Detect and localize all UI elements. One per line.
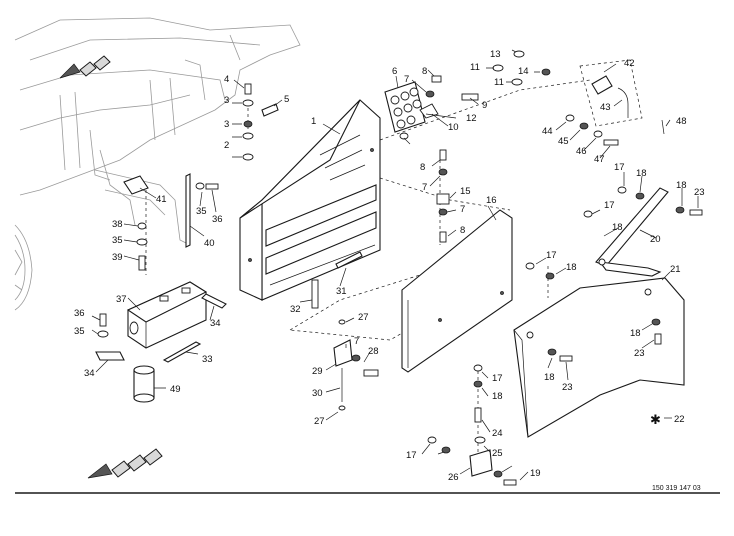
callout-18e: 18	[630, 328, 641, 339]
callout-11b: 11	[494, 77, 504, 88]
callout-7b: 7	[422, 182, 427, 193]
callout-44: 44	[542, 126, 553, 137]
callout-5: 5	[284, 94, 289, 105]
plug-socket-assembly	[579, 59, 643, 127]
spare-canister	[133, 365, 155, 403]
tractor-frame-outline	[14, 17, 301, 311]
callout-45: 45	[558, 136, 569, 147]
callout-34a: 34	[210, 318, 221, 329]
callout-36b: 36	[74, 308, 85, 319]
callout-47: 47	[594, 154, 605, 165]
callout-10: 10	[448, 122, 459, 133]
callout-40: 40	[204, 238, 215, 249]
support-bracket	[595, 187, 669, 277]
callout-17b: 17	[604, 200, 615, 211]
callout-35a: 35	[196, 206, 207, 217]
callout-17c: 17	[546, 250, 557, 261]
callout-30: 30	[312, 388, 323, 399]
callout-18f: 18	[544, 372, 555, 383]
callout-39: 39	[112, 252, 123, 263]
callout-23b: 23	[634, 348, 645, 359]
callout-8b: 8	[420, 162, 425, 173]
callout-42: 42	[624, 58, 635, 69]
callout-6: 6	[392, 66, 397, 77]
callout-20: 20	[650, 234, 661, 245]
battery-box	[239, 99, 381, 301]
callout-15: 15	[460, 186, 471, 197]
callout-3a: 3	[224, 95, 229, 106]
guide-line-b	[379, 177, 511, 211]
callout-12: 12	[466, 113, 477, 124]
callout-8c: 8	[460, 225, 465, 236]
callout-7c: 7	[460, 204, 465, 215]
callout-18g: 18	[492, 391, 503, 402]
callout-21: 21	[670, 264, 681, 275]
callout-18d: 18	[566, 262, 577, 273]
callout-25: 25	[492, 448, 503, 459]
callout-18a: 18	[636, 168, 647, 179]
callout-leaders	[91, 49, 699, 481]
callout-2: 2	[224, 140, 229, 151]
callout-17e: 17	[406, 450, 417, 461]
guide-line-a	[379, 79, 591, 141]
callout-11a: 11	[470, 62, 480, 73]
callout-14: 14	[518, 66, 529, 77]
callout-9: 9	[482, 100, 487, 111]
callout-4: 4	[224, 74, 229, 85]
direction-arrow-bottom	[87, 448, 163, 479]
callout-49: 49	[170, 384, 181, 395]
star-symbol: ✱	[650, 412, 661, 427]
callout-22: 22	[674, 414, 685, 425]
callout-23c: 23	[562, 382, 573, 393]
callout-38: 38	[112, 219, 123, 230]
battery	[126, 281, 208, 349]
callout-35b: 35	[112, 235, 123, 246]
callout-31: 31	[336, 286, 347, 297]
callout-18c: 18	[612, 222, 623, 233]
callout-27b: 27	[314, 416, 325, 427]
callout-3b: 3	[224, 119, 229, 130]
hardware-items	[95, 50, 703, 486]
callout-35c: 35	[74, 326, 85, 337]
mounting-area-outline	[288, 274, 461, 341]
callout-27a: 27	[358, 312, 369, 323]
callout-16: 16	[486, 195, 497, 206]
callout-48: 48	[676, 116, 687, 127]
callout-23a: 23	[694, 187, 705, 198]
callout-32: 32	[290, 304, 301, 315]
drawing-reference-number: 150 319 147 03	[652, 485, 701, 492]
callout-13: 13	[490, 49, 501, 60]
callout-8a: 8	[422, 66, 427, 77]
callout-36a: 36	[212, 214, 223, 225]
cover-door	[401, 209, 513, 373]
callout-26: 26	[448, 472, 459, 483]
callout-7a: 7	[404, 74, 409, 85]
callout-24: 24	[492, 428, 503, 439]
callout-28: 28	[368, 346, 379, 357]
callout-7d: 7	[354, 336, 359, 347]
callout-33: 33	[202, 354, 213, 365]
callout-1: 1	[311, 116, 316, 127]
callout-17a: 17	[614, 162, 625, 173]
callout-17d: 17	[492, 373, 503, 384]
callout-29: 29	[312, 366, 323, 377]
callout-41: 41	[156, 194, 167, 205]
direction-arrow-top	[59, 55, 111, 79]
callout-19: 19	[530, 468, 541, 479]
callout-34b: 34	[84, 368, 95, 379]
callout-18b: 18	[676, 180, 687, 191]
callout-37: 37	[116, 294, 127, 305]
callout-46: 46	[576, 146, 587, 157]
rubber-grommet-plate	[384, 81, 426, 133]
callout-labels: 1 2 3 3 4 5 6 7 7 7 7 8 8 8 9 10 11 11 1…	[74, 49, 705, 483]
callout-43: 43	[600, 102, 611, 113]
side-cover	[513, 277, 685, 438]
